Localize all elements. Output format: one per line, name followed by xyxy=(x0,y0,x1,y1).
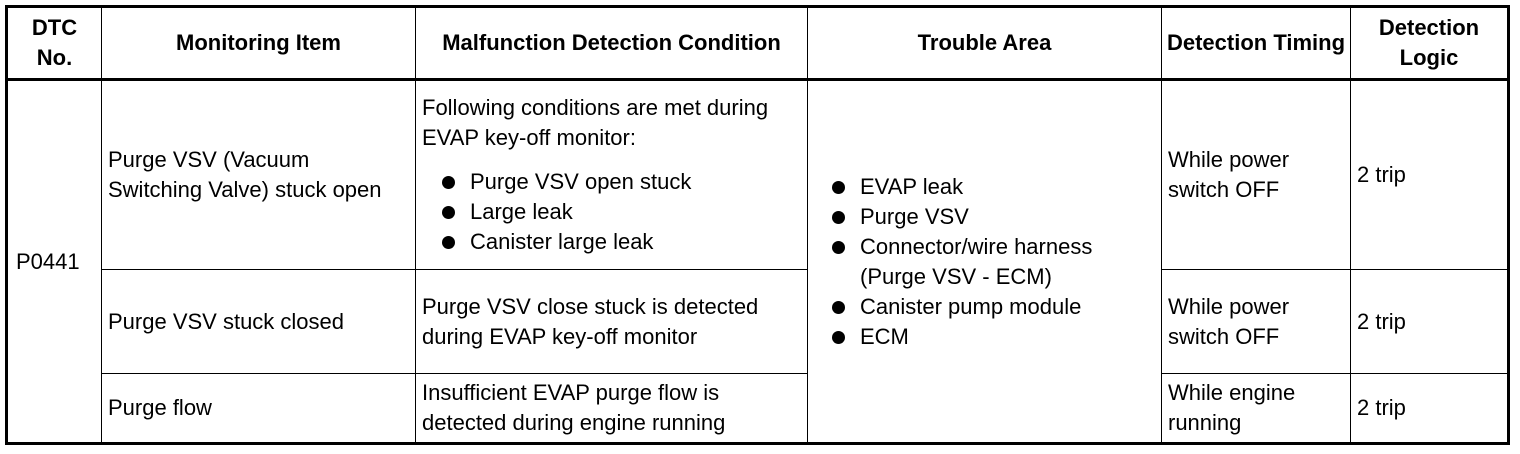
detection-timing-cell: While power switch OFF xyxy=(1161,79,1351,270)
condition-intro: Following conditions are met during EVAP… xyxy=(422,95,769,150)
detection-timing-cell: While power switch OFF xyxy=(1161,269,1351,374)
table-row: Purge VSV stuck closed Purge VSV close s… xyxy=(7,269,1509,374)
trouble-area-item-subtext: (Purge VSV - ECM) xyxy=(860,263,1052,289)
condition-bullet-list: Purge VSV open stuck Large leak Canister… xyxy=(422,167,801,257)
header-trouble-area: Trouble Area xyxy=(807,6,1162,81)
table-row: P0441 Purge VSV (Vacuum Switching Valve)… xyxy=(6,79,1509,444)
monitoring-item-cell: Purge flow xyxy=(101,373,416,444)
condition-cell: Following conditions are met during EVAP… xyxy=(415,79,808,270)
detection-logic-cell: 2 trip xyxy=(1350,79,1509,270)
trouble-area-item-text: Connector/wire harness xyxy=(860,233,1093,259)
dtc-table: DTC No. Monitoring Item Malfunction Dete… xyxy=(5,5,1510,445)
header-malfunction-condition: Malfunction Detection Condition xyxy=(415,6,808,81)
header-detection-timing: Detection Timing xyxy=(1161,6,1351,81)
detection-timing-cell: While engine running xyxy=(1161,373,1351,444)
condition-bullet: Large leak xyxy=(422,197,801,227)
condition-bullet: Canister large leak xyxy=(422,227,801,257)
trouble-area-item: Canister pump module xyxy=(814,292,1155,322)
condition-cell: Purge VSV close stuck is detected during… xyxy=(415,269,808,374)
condition-cell: Insufficient EVAP purge flow is detected… xyxy=(415,373,808,444)
detection-logic-cell: 2 trip xyxy=(1350,373,1509,444)
detection-logic-cell: 2 trip xyxy=(1350,269,1509,374)
table-row: Purge flow Insufficient EVAP purge flow … xyxy=(7,373,1509,444)
monitoring-item-cell: Purge VSV stuck closed xyxy=(101,269,416,374)
table-header-row: DTC No. Monitoring Item Malfunction Dete… xyxy=(6,6,1509,81)
header-dtc-no: DTC No. xyxy=(6,6,102,81)
dtc-table-container: DTC No. Monitoring Item Malfunction Dete… xyxy=(5,5,1510,445)
header-monitoring-item: Monitoring Item xyxy=(101,6,416,81)
trouble-area-item: Purge VSV xyxy=(814,202,1155,232)
trouble-area-item: ECM xyxy=(814,322,1155,352)
trouble-area-item: EVAP leak xyxy=(814,172,1155,202)
trouble-area-item: Connector/wire harness (Purge VSV - ECM) xyxy=(814,232,1155,292)
header-detection-logic: Detection Logic xyxy=(1350,6,1509,81)
condition-bullet: Purge VSV open stuck xyxy=(422,167,801,197)
trouble-area-cell: EVAP leak Purge VSV Connector/wire harne… xyxy=(807,79,1162,444)
dtc-code-cell: P0441 xyxy=(6,79,102,444)
monitoring-item-cell: Purge VSV (Vacuum Switching Valve) stuck… xyxy=(101,79,416,270)
trouble-area-list: EVAP leak Purge VSV Connector/wire harne… xyxy=(814,172,1155,352)
